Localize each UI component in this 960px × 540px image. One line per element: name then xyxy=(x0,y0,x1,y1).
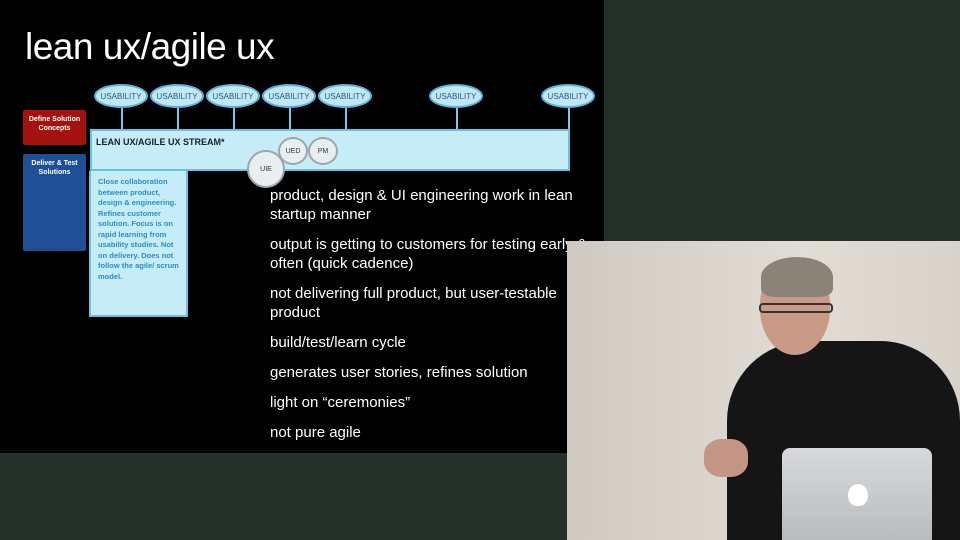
laptop xyxy=(782,448,932,540)
connector-line xyxy=(345,108,347,130)
role-circle-uie: UIE xyxy=(247,150,285,188)
usability-bubble: USABILITY xyxy=(318,84,372,108)
usability-bubble: USABILITY xyxy=(206,84,260,108)
bullet-item: generates user stories, refines solution xyxy=(270,364,528,381)
usability-bubble: USABILITY xyxy=(429,84,483,108)
speaker-hair xyxy=(761,257,833,297)
bullet-item: product, design & UI engineering work in… xyxy=(270,187,573,223)
connector-line xyxy=(177,108,179,130)
connector-line xyxy=(568,108,570,130)
speaker-glasses xyxy=(759,303,833,313)
connector-line xyxy=(456,108,458,130)
connector-line xyxy=(233,108,235,130)
callout-box: Close collaboration between product, des… xyxy=(89,171,188,317)
bullet-item: build/test/learn cycle xyxy=(270,334,406,351)
bullet-list: product, design & UI engineering work in… xyxy=(270,186,590,453)
speaker-hand xyxy=(704,439,748,477)
usability-bubble: USABILITY xyxy=(541,84,595,108)
stream-label: LEAN UX/AGILE UX STREAM* xyxy=(96,137,225,147)
usability-bubble: USABILITY xyxy=(94,84,148,108)
connector-line xyxy=(289,108,291,130)
bullet-item: light on “ceremonies” xyxy=(270,394,411,411)
role-circle-pm: PM xyxy=(308,137,338,165)
apple-logo-icon xyxy=(848,484,868,506)
presentation-slide: lean ux/agile ux USABILITY USABILITY USA… xyxy=(0,0,604,453)
bullet-item: not delivering full product, but user-te… xyxy=(270,285,557,321)
slide-title: lean ux/agile ux xyxy=(25,26,275,67)
bullet-item: not pure agile xyxy=(270,424,361,441)
bullet-item: output is getting to customers for testi… xyxy=(270,236,587,272)
lean-ux-stream-bar: LEAN UX/AGILE UX STREAM* xyxy=(90,129,570,171)
callout-text: Close collaboration between product, des… xyxy=(98,177,179,281)
usability-bubble: USABILITY xyxy=(150,84,204,108)
speaker-video-feed xyxy=(567,241,960,540)
define-solution-box: Define Solution Concepts xyxy=(23,110,86,145)
usability-bubble: USABILITY xyxy=(262,84,316,108)
deliver-test-box: Deliver & Test Solutions xyxy=(23,154,86,251)
connector-line xyxy=(121,108,123,130)
